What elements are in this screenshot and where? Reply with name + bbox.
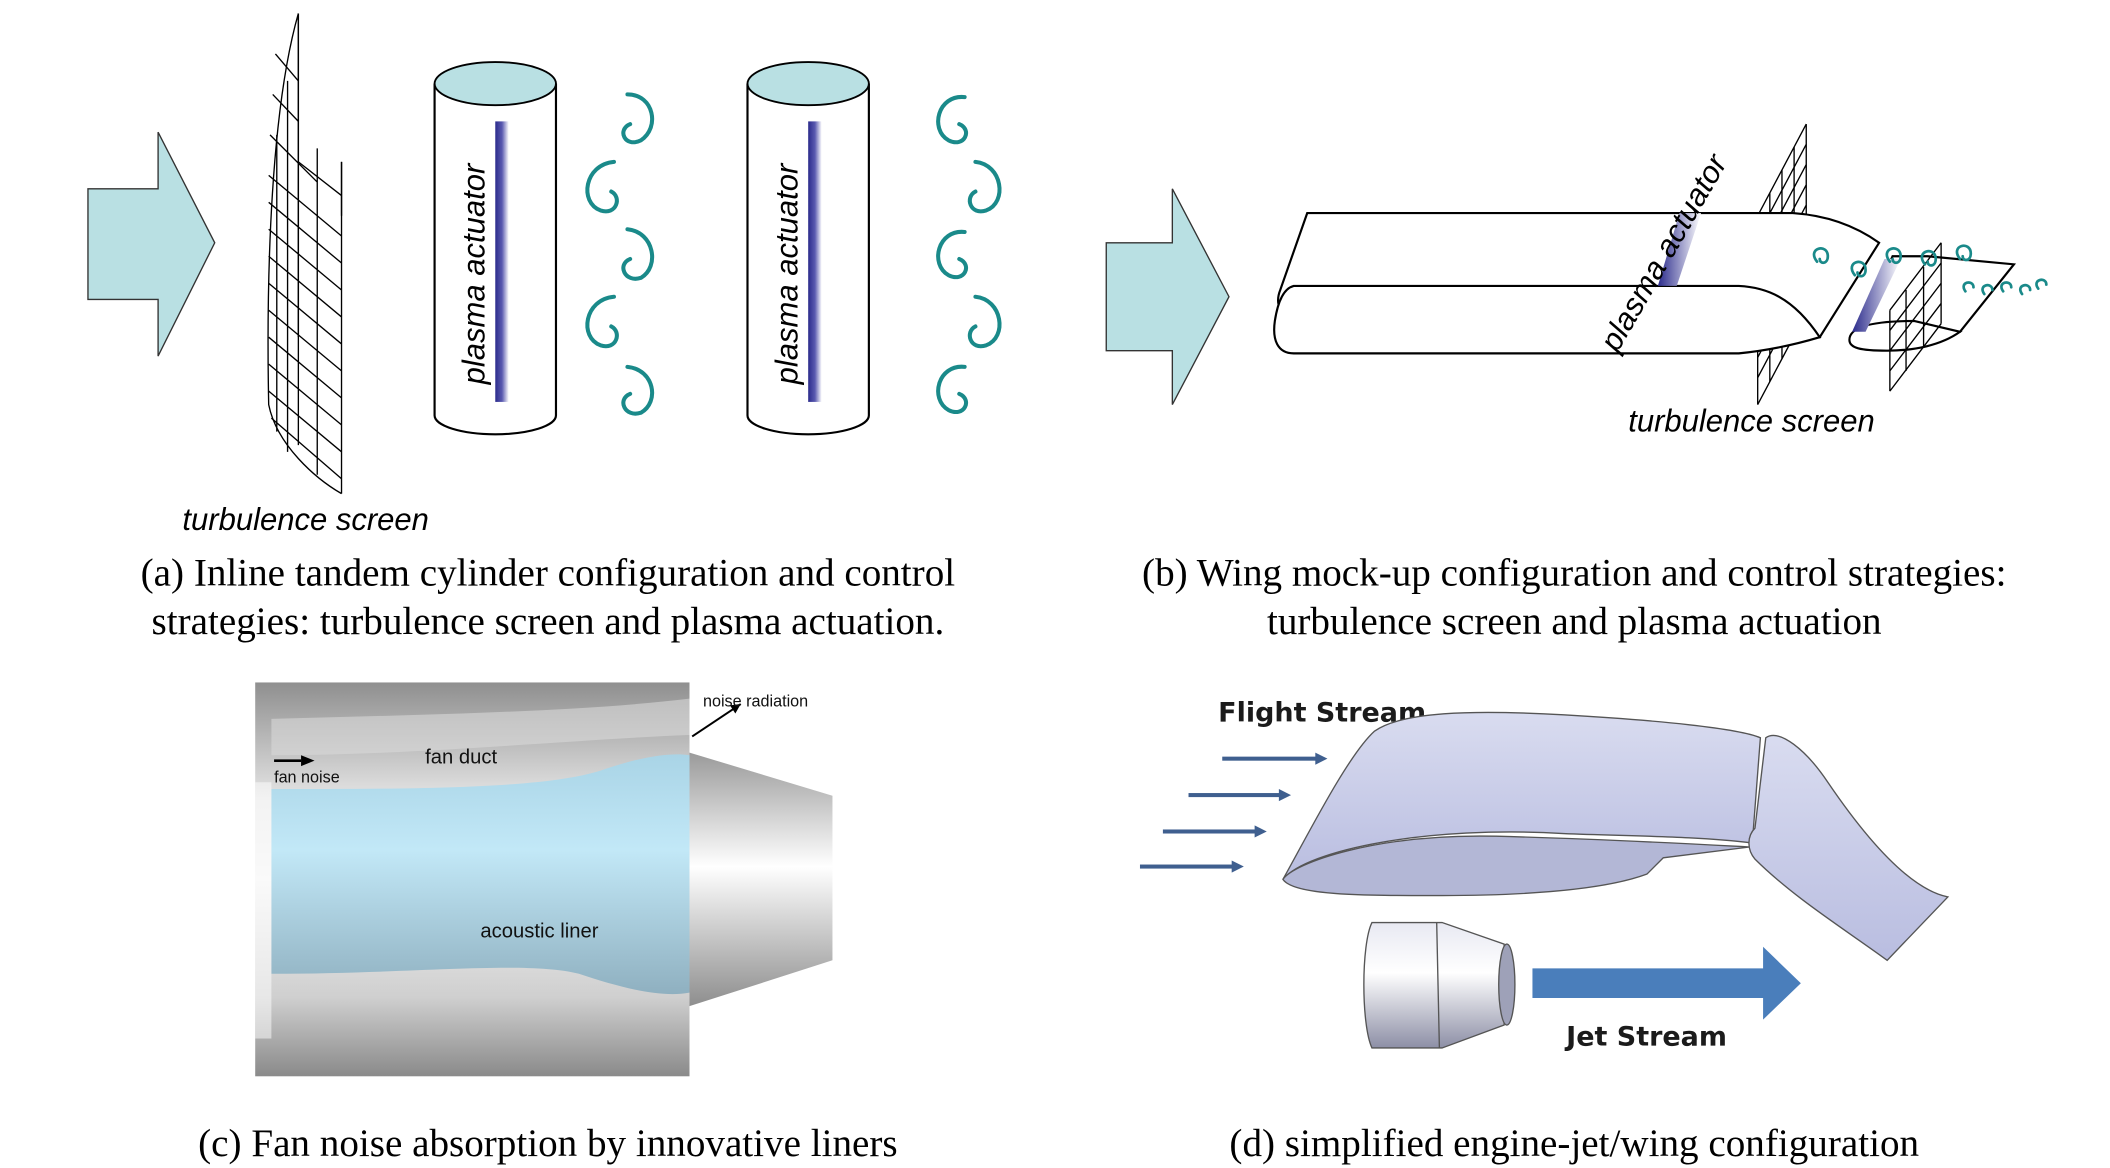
flight-stream-arrows: [1139, 752, 1328, 873]
caption-d: (d) simplified engine-jet/wing configura…: [1229, 1122, 1919, 1165]
actuator-strip: [495, 121, 509, 402]
jet-stream-arrow: [1532, 946, 1801, 1020]
turbulence-screen-label: turbulence screen: [182, 502, 429, 537]
jet-stream-label: Jet Stream: [1564, 1021, 1727, 1052]
noise-radiation-label: noise radiation: [703, 693, 808, 711]
fan-duct-label: fan duct: [425, 746, 497, 768]
actuator-strip: [808, 121, 822, 402]
vortices-1: [585, 92, 655, 416]
wing-mockup: [1273, 212, 1881, 355]
panel-b: plasma actuator: [1105, 123, 2048, 643]
panel-a: plasma actuator plasma actuator turbulen…: [87, 13, 1002, 643]
vortices-2: [936, 95, 1002, 414]
caption-a-line1: (a) Inline tandem cylinder configuration…: [141, 551, 956, 594]
actuator-strip: [1657, 213, 1702, 286]
actuator-label: plasma actuator: [456, 162, 491, 385]
fan-noise-label: fan noise: [274, 768, 340, 786]
core-cone: [689, 752, 833, 1007]
caption-b-line2: turbulence screen and plasma actuation: [1267, 600, 1882, 643]
caption-c: (c) Fan noise absorption by innovative l…: [198, 1122, 897, 1165]
wing-main: [1282, 711, 1950, 962]
acoustic-liner: [271, 754, 690, 995]
panel-c: noise radiation fan duct fan noise acous…: [198, 682, 898, 1165]
turbulence-screen-label: turbulence screen: [1628, 404, 1875, 439]
cylinder-1: plasma actuator: [433, 61, 558, 436]
acoustic-liner-label: acoustic liner: [480, 920, 598, 942]
flow-arrow: [1105, 188, 1230, 405]
flow-arrow: [87, 131, 216, 357]
cylinder-2: plasma actuator: [746, 61, 870, 436]
caption-a-line2: strategies: turbulence screen and plasma…: [152, 600, 945, 643]
actuator-label: plasma actuator: [769, 162, 804, 385]
vortices-b: [1812, 244, 2048, 296]
caption-b-line1: (b) Wing mock-up configuration and contr…: [1142, 551, 2006, 594]
turbulence-screen-mesh: [267, 13, 343, 495]
panel-d: Flight Stream Jet Stream (d) simplified …: [1139, 698, 1950, 1165]
engine-nozzle: [1363, 921, 1516, 1049]
small-wing: [1848, 242, 2017, 392]
